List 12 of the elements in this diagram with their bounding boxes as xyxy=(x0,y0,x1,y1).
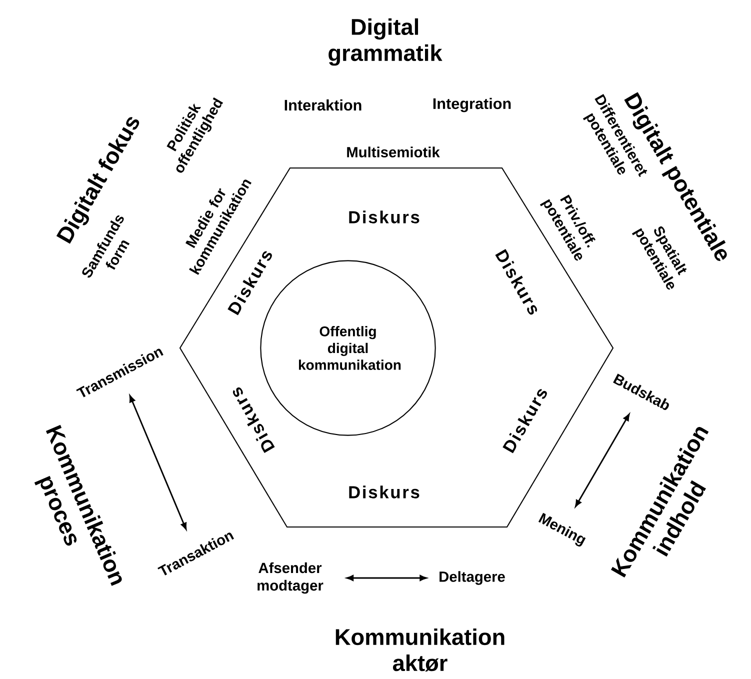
diskurs-label: Diskurs xyxy=(349,486,420,498)
double-arrow xyxy=(129,395,187,530)
heading: Kommunikation aktør xyxy=(336,628,504,672)
node-label: Deltagere xyxy=(440,571,505,585)
text-label: Multisemiotik xyxy=(347,146,440,158)
double-arrow xyxy=(575,414,630,507)
node-label: Afsender modtager xyxy=(258,562,324,594)
text-label: Interaktion xyxy=(284,99,362,111)
text-label: Integration xyxy=(433,98,511,112)
diskurs-label: Diskurs xyxy=(349,210,420,224)
heading: Digital grammatik xyxy=(328,18,442,66)
double-arrow xyxy=(346,575,427,581)
